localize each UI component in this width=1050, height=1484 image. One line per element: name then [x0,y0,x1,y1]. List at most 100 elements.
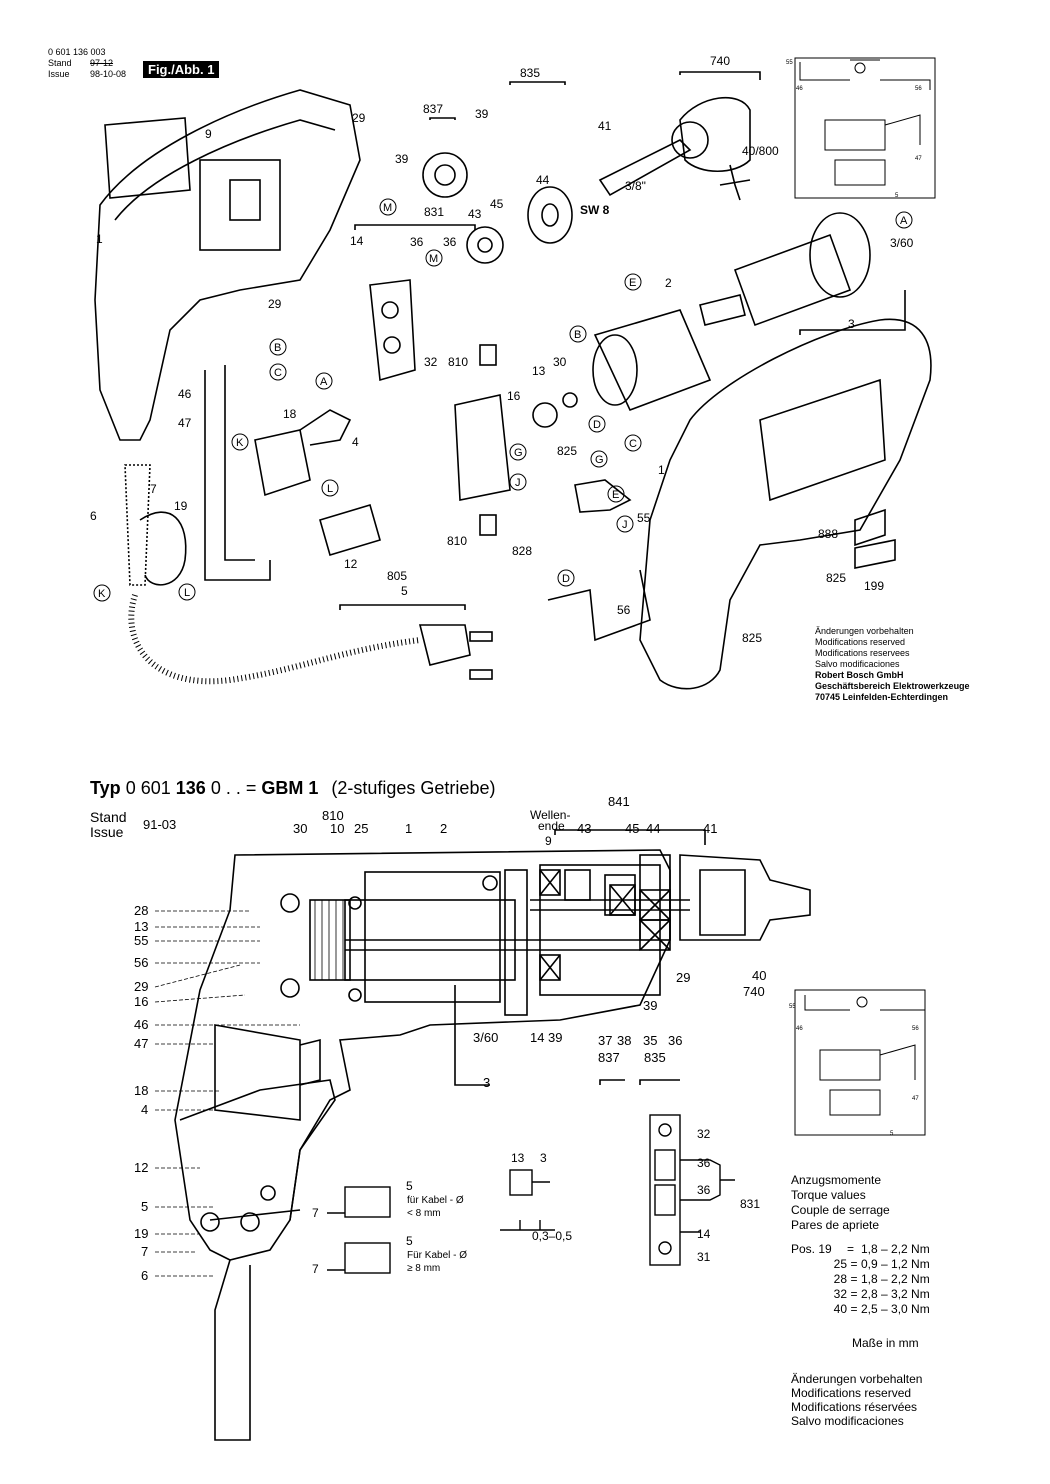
svg-text:28: 28 [134,903,148,918]
svg-text:47: 47 [178,416,192,430]
torque-pos: Pos. 19 [791,1242,832,1256]
svg-text:44: 44 [536,173,550,187]
svg-text:888: 888 [818,527,838,541]
note-line: Modifications réservées [791,1400,918,1414]
svg-text:837: 837 [423,102,443,116]
svg-text:18: 18 [283,407,297,421]
svg-text:837: 837 [598,1050,620,1065]
svg-text:3: 3 [483,1075,490,1090]
units-note: Maße in mm [852,1336,919,1350]
figure-label: Fig./Abb. 1 [143,61,220,78]
torque-pos: 25 [833,1257,847,1271]
section-fan [504,869,528,1016]
torque-value: 0,9 – 1,2 Nm [861,1257,930,1271]
svg-text:41: 41 [598,119,612,133]
svg-text:D: D [562,573,570,585]
note-line: Änderungen vorbehalten [791,1372,923,1386]
torque-value: 2,5 – 3,0 Nm [861,1302,930,1316]
svg-text:5: 5 [406,1234,413,1248]
svg-text:4: 4 [141,1102,148,1117]
svg-text:B: B [574,329,581,341]
svg-text:29: 29 [134,979,148,994]
svg-text:A: A [320,376,328,388]
torque-eq: = [850,1257,858,1271]
svg-text:16: 16 [134,994,148,1009]
housing-half-right [639,318,932,690]
svg-text:30: 30 [553,355,567,369]
torque-eq: = [847,1242,855,1256]
svg-text:825: 825 [742,631,762,645]
torque-eq: = [850,1302,858,1316]
svg-text:14: 14 [350,234,364,248]
svg-text:2: 2 [665,276,672,290]
company-name: Robert Bosch GmbH [815,670,904,680]
svg-text:7: 7 [150,482,157,496]
svg-text:12: 12 [344,557,358,571]
svg-text:2: 2 [440,821,447,836]
svg-text:13: 13 [511,1151,525,1165]
torque-row: 25=0,9 – 1,2 Nm [791,1257,930,1272]
wiring-diagram-top [794,57,936,199]
svg-text:835: 835 [644,1050,666,1065]
svg-text:14: 14 [697,1227,711,1241]
svg-text:41: 41 [703,821,717,836]
svg-text:M: M [383,202,392,214]
svg-text:19: 19 [174,499,188,513]
torque-value: 1,8 – 2,2 Nm [861,1242,930,1256]
svg-text:5: 5 [890,1131,894,1137]
svg-text:825: 825 [826,571,846,585]
svg-text:3/60: 3/60 [890,236,914,250]
svg-text:36: 36 [697,1156,711,1170]
svg-text:32: 32 [697,1127,711,1141]
svg-text:B: B [274,342,281,354]
svg-text:29: 29 [676,970,690,985]
svg-text:13: 13 [134,919,148,934]
bearing-plate [369,279,416,382]
svg-text:3: 3 [540,1151,547,1165]
svg-text:ende: ende [538,819,565,833]
notes-top: Änderungen vorbehalten Modifications res… [815,626,970,703]
torque-value: 1,8 – 2,2 Nm [861,1272,930,1286]
section-issue-label: Issue [90,824,124,840]
svg-text:46: 46 [796,1026,803,1032]
label-plate [104,117,191,199]
torque-table: Pos. 19=1,8 – 2,2 Nm 25=0,9 – 1,2 Nm 28=… [791,1242,930,1317]
stand-label: Stand [48,58,72,68]
issue-date: 98-10-08 [90,69,127,79]
bearing-detail [509,1169,533,1196]
section-switch [214,1024,301,1121]
torque-eq: = [850,1287,858,1301]
note-line: Modifications reserved [815,637,906,647]
svg-text:6: 6 [90,509,97,523]
svg-text:SW 8: SW 8 [580,203,610,217]
svg-text:G: G [595,454,604,466]
svg-text:L: L [327,483,333,495]
svg-text:36: 36 [697,1183,711,1197]
drill-chuck [679,96,751,172]
gear-837 [422,152,468,198]
torque-value: 2,8 – 3,2 Nm [861,1287,930,1301]
svg-text:39: 39 [395,152,409,166]
torque-pos: 40 [833,1302,847,1316]
svg-text:Wellen-: Wellen- [530,808,570,822]
svg-text:38: 38 [617,1033,631,1048]
torque-row: Pos. 19 = 1,8 – 2,2 Nm [791,1242,930,1257]
svg-text:29: 29 [268,297,282,311]
svg-text:5: 5 [141,1199,148,1214]
svg-text:47: 47 [134,1036,148,1051]
section-chuck [679,854,811,941]
svg-text:56: 56 [915,86,922,92]
svg-text:6: 6 [141,1268,148,1283]
carbon-brush [479,344,497,366]
svg-text:7: 7 [141,1244,148,1259]
section-aux-handle [214,1259,251,1441]
svg-text:56: 56 [617,603,631,617]
type-line: Typ 0 601 136 0 . . = GBM 1 (2-stufiges … [90,778,495,799]
svg-text:45: 45 [625,821,639,836]
svg-text:13: 13 [532,364,546,378]
field-stator [593,309,712,412]
issue-label: Issue [48,69,70,79]
exploded-view-diagram: 55 46 56 47 5 9 1 29 29 46 47 18 4 7 19 … [90,54,936,690]
svg-text:5: 5 [406,1179,413,1193]
svg-text:43: 43 [468,207,482,221]
